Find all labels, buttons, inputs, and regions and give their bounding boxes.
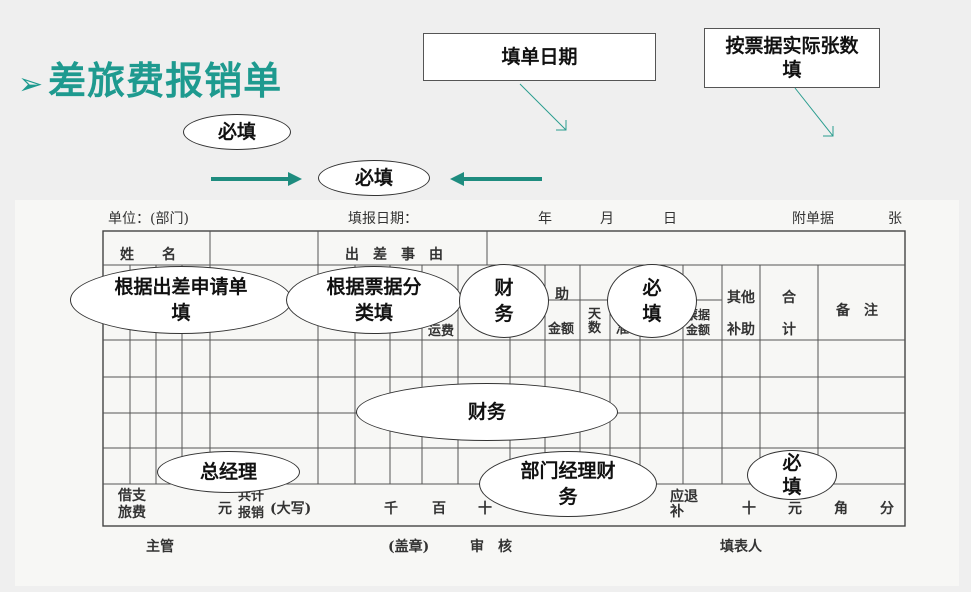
total-label: 合计 [782, 290, 796, 338]
bai-label: 百 [432, 501, 446, 517]
pointer-arrows [211, 172, 542, 186]
slide-title-text: 差旅费报销单 [48, 59, 283, 103]
advance-label: 借支旅费 [118, 488, 146, 521]
required-right-bubble: 必填 [607, 264, 697, 338]
remarks-label: 备 注 [836, 303, 878, 319]
day-label: 日 [663, 211, 677, 227]
subsidy-label: 助 [555, 287, 569, 303]
title-arrow-icon: ➢ [18, 67, 45, 102]
dept-manager-finance-bubble: 部门经理财务 [479, 451, 657, 517]
review-label: 审 核 [470, 539, 512, 555]
sheets-label: 张 [888, 211, 902, 227]
qian-label: 千 [384, 501, 398, 517]
days-label: 天数 [588, 307, 602, 336]
fare-label: 运费 [428, 324, 455, 339]
total-reimb-label: 共计报销 [238, 489, 265, 521]
fen-label: 分 [880, 501, 894, 517]
name-label: 姓 名 [120, 247, 176, 263]
required-top-ellipse: 必填 [183, 114, 291, 150]
receipt-count-callout: 按票据实际张数填 [704, 28, 880, 88]
yuan2-label: 元 [788, 501, 802, 517]
fill-date-label: 填报日期： [348, 211, 418, 227]
shi2-label: 十 [742, 501, 756, 517]
required-bottom-right-bubble: 必填 [747, 450, 837, 500]
yuan-label: 元 [218, 501, 232, 517]
attach-label: 附单据 [792, 211, 834, 227]
amount-label: 金额 [548, 322, 575, 337]
slide-title: ➢差旅费报销单 [18, 50, 282, 105]
manager-label: 主管 [146, 539, 174, 555]
filler-label: 填表人 [720, 539, 762, 555]
seal-label: (盖章) [388, 539, 430, 555]
fill-date-callout: 填单日期 [423, 33, 656, 81]
year-label: 年 [538, 211, 552, 227]
uppercase-label: (大写) [270, 501, 312, 517]
finance-center-bubble: 财务 [356, 383, 618, 441]
callout-connectors [519, 83, 834, 137]
other-subsidy-label: 其他补助 [727, 290, 755, 338]
jiao-label: 角 [834, 501, 848, 517]
unit-label: 单位：(部门) [108, 211, 189, 227]
refund-label: 应退补 [670, 489, 698, 520]
required-center-ellipse: 必填 [318, 160, 430, 196]
by-receipt-class-bubble: 根据票据分类填 [286, 266, 462, 334]
trip-reason-label: 出 差 事 由 [345, 247, 443, 263]
month-label: 月 [600, 211, 614, 227]
general-manager-bubble: 总经理 [157, 451, 300, 493]
finance-small-bubble: 财务 [459, 264, 549, 338]
shi-label: 十 [478, 501, 492, 517]
by-trip-request-bubble: 根据出差申请单填 [70, 266, 292, 334]
